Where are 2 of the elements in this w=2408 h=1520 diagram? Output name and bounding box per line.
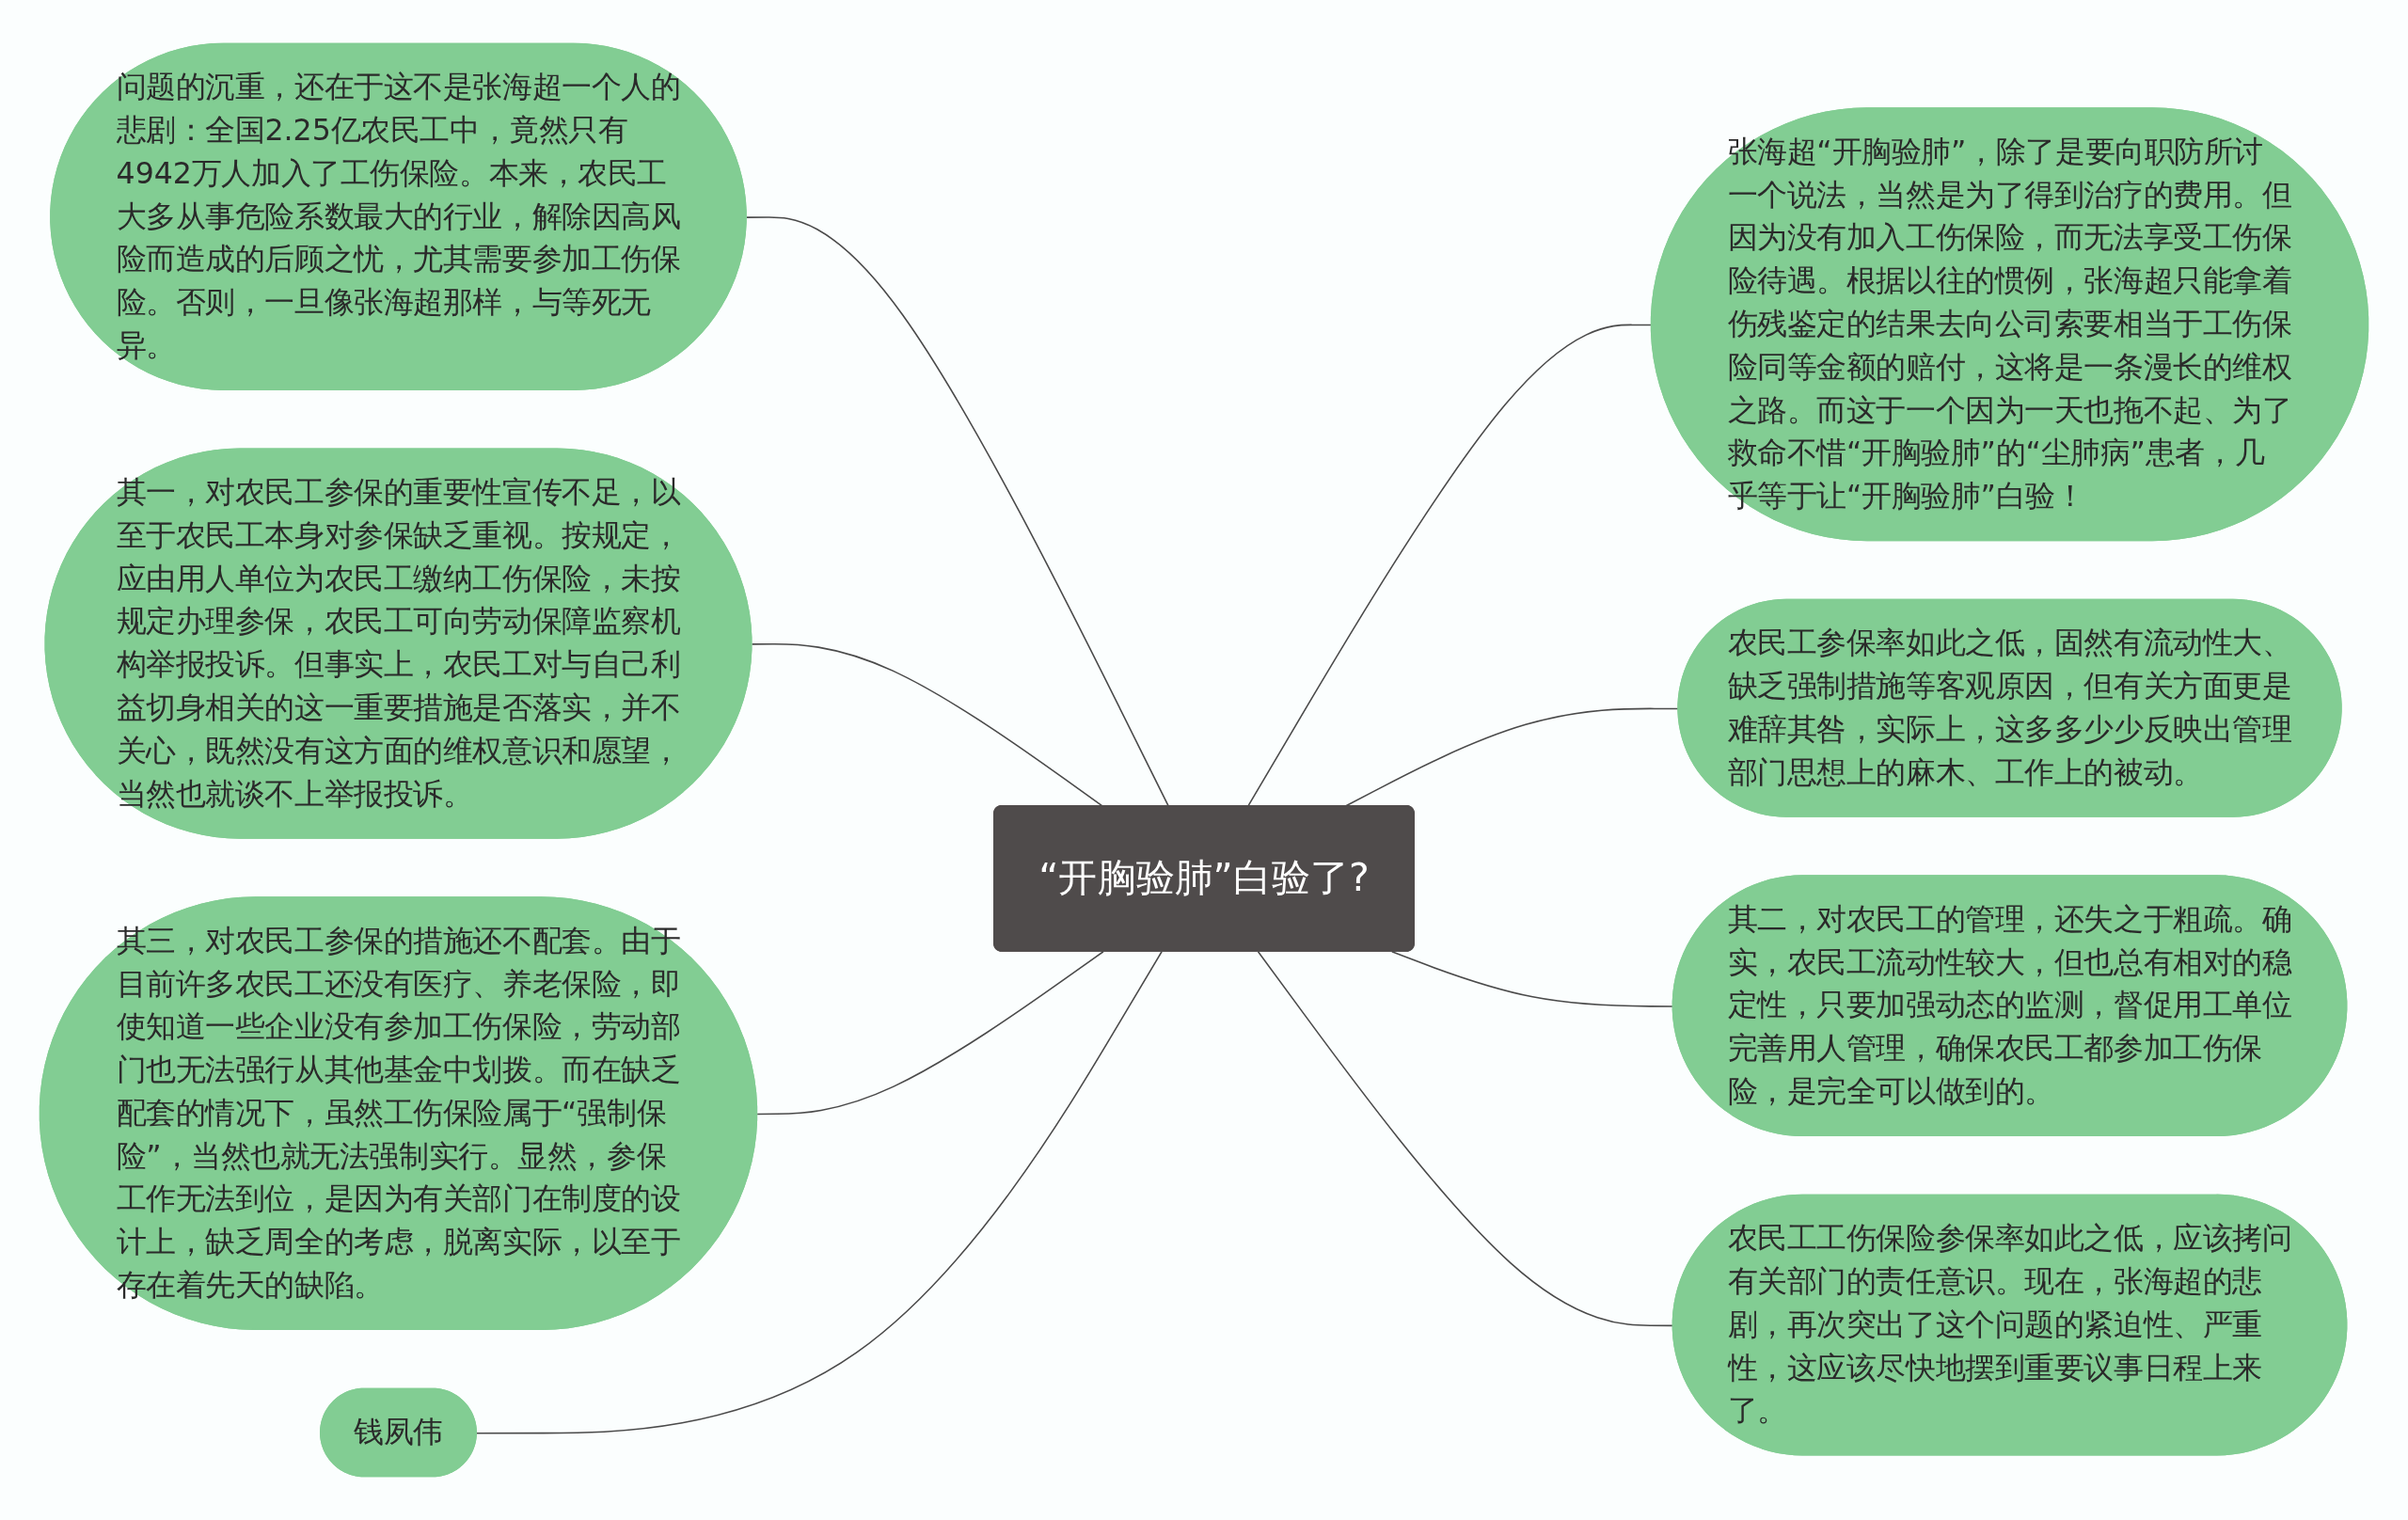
connector	[756, 950, 1104, 1116]
connector	[476, 950, 1163, 1434]
